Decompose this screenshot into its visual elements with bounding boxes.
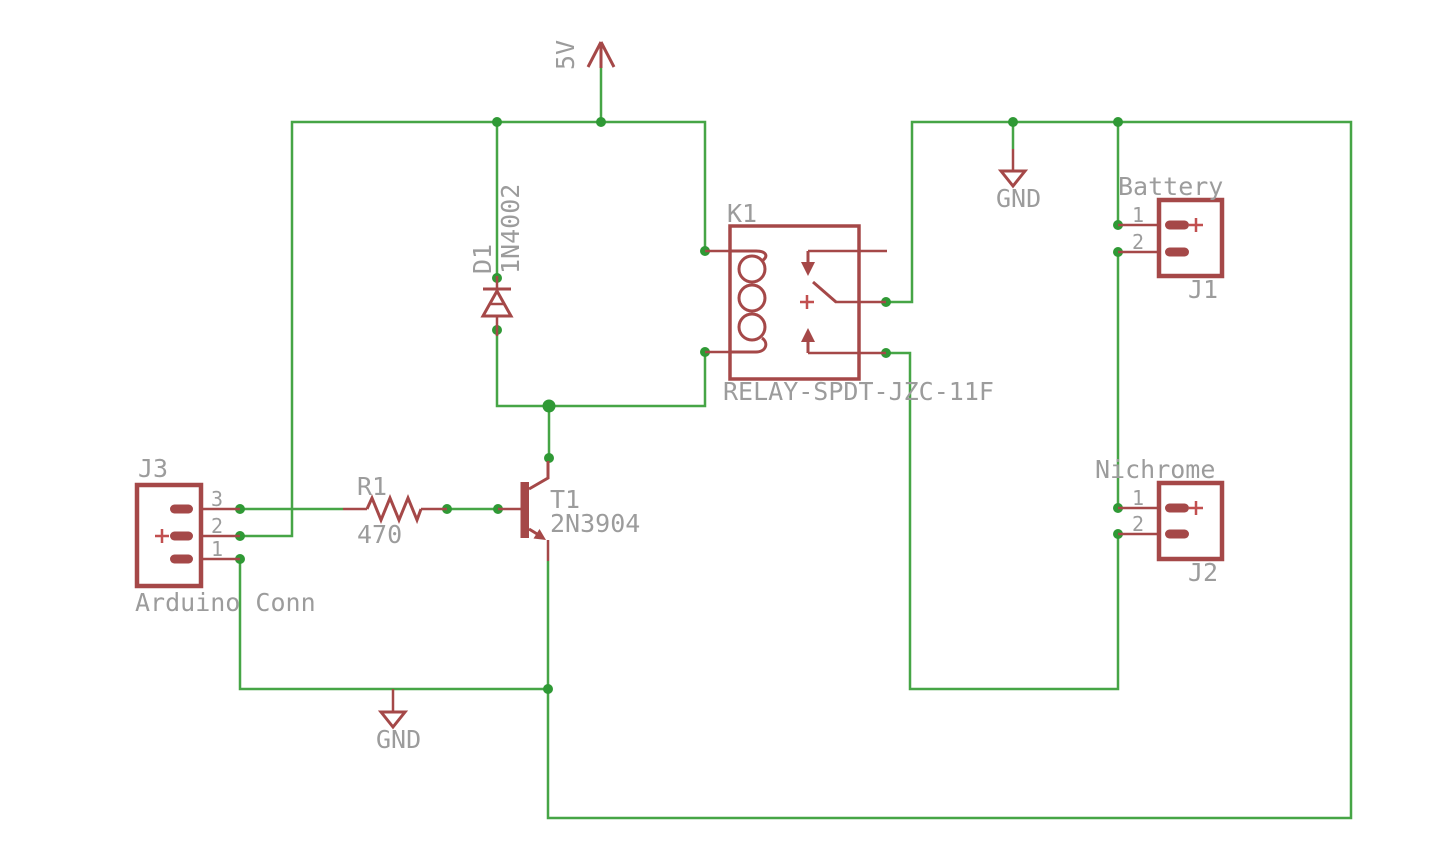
relay-switch-arm	[812, 280, 837, 304]
connector-pin	[1118, 223, 1161, 254]
j3-pin-1: 1	[211, 537, 223, 561]
junction-dot[interactable]	[1113, 117, 1123, 127]
junction-dot[interactable]	[542, 399, 556, 413]
junction-dot[interactable]	[1008, 117, 1018, 127]
connector-pad	[1165, 247, 1189, 257]
connector-pad	[1165, 503, 1189, 513]
k1-value: RELAY-SPDT-JZC-11F	[723, 377, 994, 406]
d1-designator: D1	[468, 244, 497, 274]
relay-coil-loop	[737, 283, 767, 313]
connector-pad	[170, 504, 193, 514]
j3-designator: J3	[138, 454, 168, 483]
r1-designator: R1	[357, 472, 387, 501]
relay-coil-loop	[737, 312, 767, 342]
connector-pad	[170, 554, 193, 564]
j3-plus-mark	[155, 529, 169, 543]
component-d1-diode[interactable]: D1 1N4002	[468, 184, 525, 336]
component-r1-resistor[interactable]: R1 470	[343, 472, 447, 549]
wire[interactable]	[240, 120, 707, 538]
j3-pin-2: 2	[211, 514, 223, 538]
j1-designator: J1	[1188, 275, 1218, 304]
j1-pin-2: 2	[1132, 230, 1144, 254]
gnd-bottom-symbol[interactable]: GND	[376, 689, 421, 754]
relay-coil-lead-bottom	[730, 336, 768, 354]
5v-label: 5V	[551, 40, 580, 70]
t1-designator: T1	[550, 485, 580, 514]
connector-pad	[1165, 529, 1189, 539]
connector-body	[134, 482, 204, 589]
relay-coil-loop	[737, 254, 767, 284]
connector-pin	[1118, 506, 1161, 536]
transistor-collector-lead	[528, 461, 550, 491]
t1-value: 2N3904	[550, 509, 640, 538]
gnd-top-symbol[interactable]: GND	[996, 149, 1041, 213]
wire[interactable]	[238, 559, 548, 691]
gnd-triangle-icon	[377, 710, 409, 730]
j2-designator: J2	[1188, 558, 1218, 587]
j3-pin-3: 3	[211, 487, 223, 511]
j2-plus-mark	[1189, 501, 1203, 515]
net-gnd[interactable]	[238, 120, 1353, 820]
relay-coil-lead-top	[730, 249, 768, 263]
relay-no-arrow-icon	[801, 328, 815, 342]
relay-nc-arrow-icon	[801, 262, 815, 276]
connector-body	[1156, 480, 1225, 562]
connector-pad	[170, 531, 193, 541]
relay-plus-mark	[800, 295, 814, 309]
transistor-base-bar	[520, 482, 529, 538]
k1-designator: K1	[727, 199, 757, 228]
junction-dot[interactable]	[492, 117, 502, 127]
supply-5v-symbol[interactable]: 5V	[551, 40, 616, 70]
net-5v[interactable]	[240, 68, 707, 538]
component-j3-connector[interactable]: 3 2 1 J3 Arduino Conn	[134, 454, 316, 617]
wire[interactable]	[495, 330, 707, 408]
connector-body	[1156, 197, 1225, 279]
net-coil-collector[interactable]	[495, 330, 707, 458]
d1-value: 1N4002	[496, 184, 525, 274]
j1-plus-mark	[1189, 218, 1203, 232]
transistor-emitter-arrow-icon	[533, 529, 546, 540]
connector-pad	[1165, 220, 1189, 230]
j1-pin-1: 1	[1132, 203, 1144, 227]
wire[interactable]	[886, 351, 1120, 691]
j1-label: Battery	[1118, 172, 1223, 201]
component-k1-relay[interactable]: K1 RELAY-SPDT-JZC-11F	[705, 199, 994, 406]
j2-pin-1: 1	[1132, 486, 1144, 510]
junction-dot[interactable]	[543, 684, 553, 694]
component-t1-transistor[interactable]: T1 2N3904	[498, 461, 640, 561]
gnd-bottom-label: GND	[376, 725, 421, 754]
j2-pin-2: 2	[1132, 512, 1144, 536]
j2-label: Nichrome	[1095, 455, 1215, 484]
junction-dot[interactable]	[596, 117, 606, 127]
gnd-triangle-icon	[997, 169, 1029, 189]
net-relay-no-nichrome[interactable]	[886, 351, 1120, 691]
r1-value: 470	[357, 520, 402, 549]
wire[interactable]	[546, 120, 1353, 820]
connector-pin	[203, 507, 240, 561]
component-j2-connector[interactable]: 1 2 Nichrome J2	[1095, 455, 1225, 587]
j3-label: Arduino Conn	[135, 588, 316, 617]
gnd-top-label: GND	[996, 184, 1041, 213]
component-j1-connector[interactable]: 1 2 Battery J1	[1118, 172, 1225, 304]
junction-dot[interactable]	[544, 453, 554, 463]
resistor-zigzag	[365, 494, 423, 525]
5v-arrow-icon	[586, 41, 616, 68]
